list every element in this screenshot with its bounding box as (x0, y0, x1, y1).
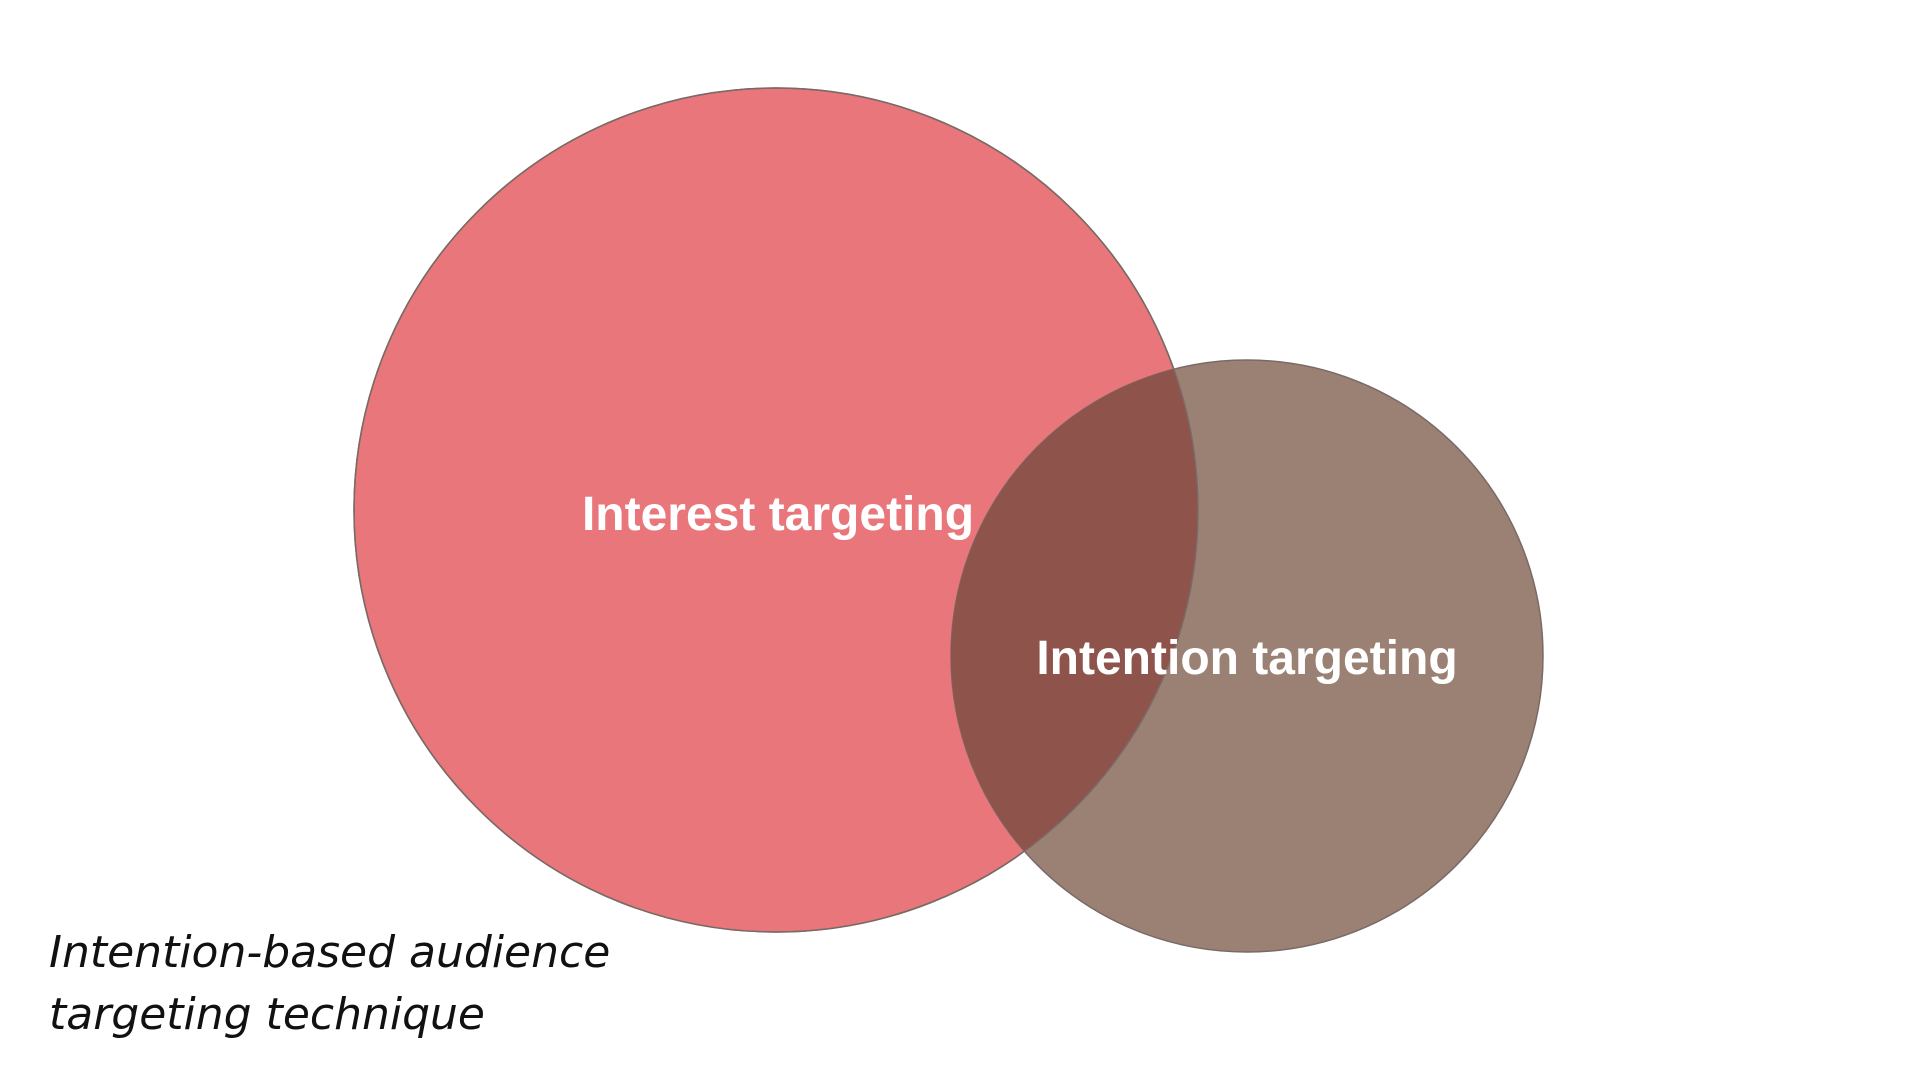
intention-targeting-label: Intention targeting (1036, 632, 1457, 685)
interest-circle-outline (353, 87, 1199, 933)
slide-caption: Intention-based audience targeting techn… (49, 922, 610, 1046)
interest-targeting-label: Interest targeting (582, 488, 974, 541)
caption-line-1: Intention-based audience (49, 927, 611, 978)
caption-line-2: targeting technique (49, 989, 485, 1040)
